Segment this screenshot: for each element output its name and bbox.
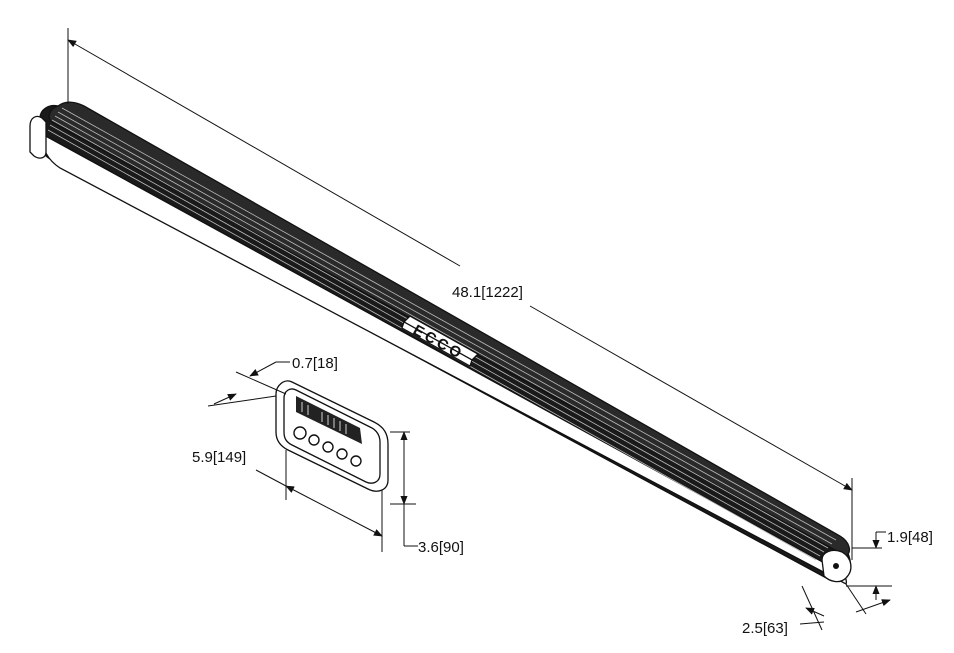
- controller-height-label: 3.6[90]: [418, 539, 464, 556]
- depth-dimension-label: 2.5[63]: [742, 620, 788, 637]
- controller-power-button: [293, 426, 307, 440]
- controller-button-1: [308, 434, 320, 446]
- controller-button-3: [336, 448, 348, 460]
- left-end-cap: [29, 115, 47, 159]
- height-dimension-label: 1.9[48]: [887, 529, 933, 546]
- right-end-bolt-icon: [833, 563, 839, 569]
- controller-width-label: 5.9[149]: [192, 449, 246, 466]
- length-dimension-label: 48.1[1222]: [452, 284, 523, 301]
- controller: [275, 380, 389, 492]
- controller-buttons: [293, 426, 362, 467]
- height-dimension: 1.9[48]: [846, 529, 933, 600]
- controller-button-2: [322, 441, 334, 453]
- controller-depth-label: 0.7[18]: [292, 355, 338, 372]
- controller-width-dimension: 5.9[149]: [192, 449, 383, 552]
- controller-height-dimension: 3.6[90]: [390, 431, 464, 556]
- depth-dimension: 2.5[63]: [742, 583, 891, 637]
- controller-button-4: [350, 455, 362, 467]
- controller-depth-dimension: 0.7[18]: [207, 355, 338, 407]
- lightbar: ECCO: [29, 101, 852, 585]
- length-dimension: 48.1[1222]: [67, 28, 853, 560]
